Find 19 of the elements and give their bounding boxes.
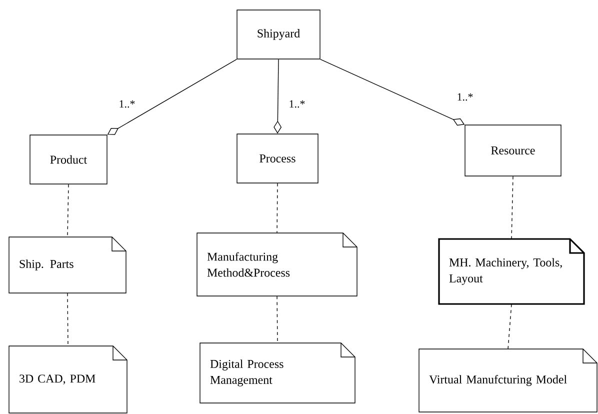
class-box: Shipyard	[236, 10, 320, 60]
class-box: Product	[30, 134, 108, 184]
multiplicity-label: 1..*	[290, 100, 305, 108]
multiplicity-label: 1..*	[120, 100, 135, 108]
dashed-line	[67, 292, 68, 346]
note-box: MH. Machinery, Tools, Layout	[438, 238, 585, 305]
multiplicity-label: 1..*	[458, 93, 473, 101]
dashed-line	[511, 176, 514, 240]
dashed-line	[276, 183, 278, 234]
dashed-line	[508, 304, 512, 350]
dashed-line	[67, 184, 69, 238]
note-box: Manufacturing Method&Process	[196, 232, 358, 296]
note-box: 3D CAD, PDM	[8, 346, 128, 414]
dashed-line	[276, 296, 278, 344]
class-box: Process	[236, 134, 318, 184]
note-box: Digital Process Management	[200, 342, 356, 404]
note-box: Ship. Parts	[8, 236, 126, 294]
class-box: Resource	[464, 124, 562, 176]
note-box: Virtual Manufcturing Model	[418, 348, 598, 412]
